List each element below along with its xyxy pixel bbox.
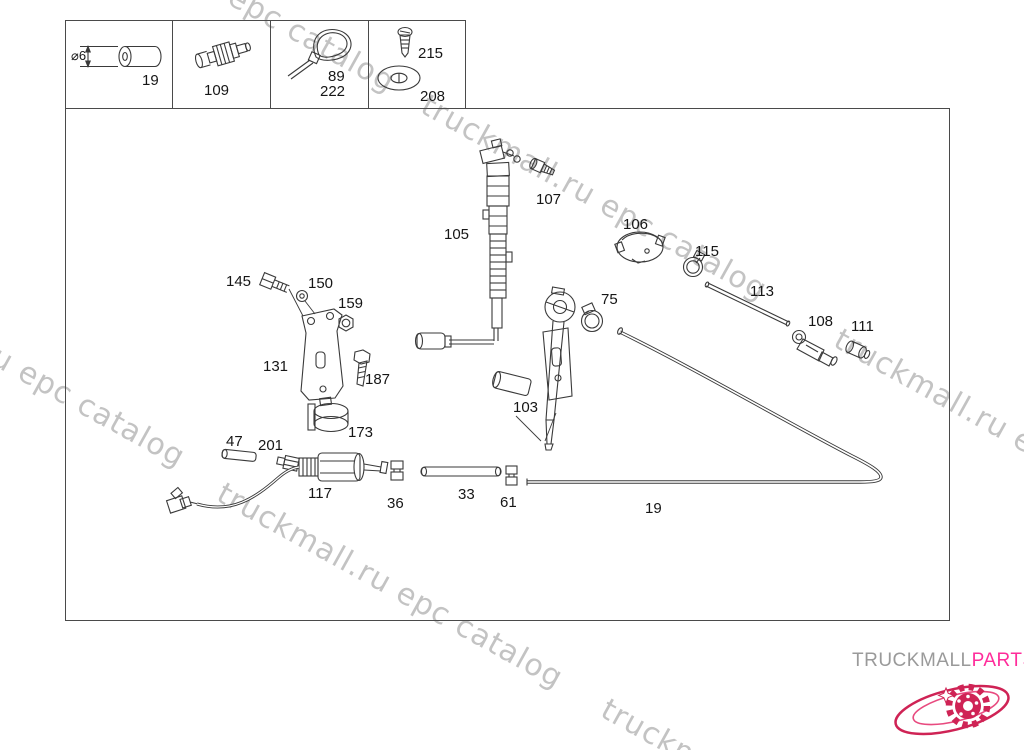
part-145-pointer: [288, 288, 304, 317]
part-label-145: 145: [226, 273, 252, 290]
part-label-106: 106: [623, 216, 649, 233]
part-label-208: 208: [420, 88, 446, 105]
part-label-215: 215: [418, 45, 444, 62]
part-label-36: 36: [387, 495, 404, 512]
part-107-drawing: [529, 157, 556, 176]
legend-frame: [65, 20, 466, 109]
part-label-131: 131: [263, 358, 289, 375]
legend-part-215-drawing: [397, 26, 413, 58]
logo-text: TRUCKMALLPARTS: [852, 650, 1024, 672]
part-131-drawing: [300, 308, 344, 401]
legend-dimension-label: ⌀6: [71, 48, 87, 63]
part-115-drawing: [682, 249, 706, 278]
part-47-drawing: [221, 448, 257, 462]
part-label-108: 108: [808, 313, 834, 330]
part-111-drawing: [845, 340, 871, 359]
part-187-drawing: [353, 349, 371, 387]
part-75-drawing: [580, 302, 604, 333]
legend-part-19-drawing: [80, 45, 162, 68]
truckmall-logo: TRUCKMALLPARTS: [852, 650, 1024, 744]
part-label-187: 187: [365, 371, 391, 388]
logo-suffix: PARTS: [971, 650, 1024, 671]
part-label-111: 111: [851, 318, 874, 335]
part-33-drawing: [420, 466, 502, 477]
part-label-117: 117: [308, 485, 332, 502]
frame-lines: [65, 20, 950, 621]
part-label-150: 150: [308, 275, 334, 292]
part-label-222: 222: [320, 83, 346, 100]
part-label-61: 61: [500, 494, 517, 511]
part-label-113: 113: [750, 283, 774, 300]
part-106-drawing: [614, 231, 666, 264]
main-frame: [65, 108, 950, 621]
part-108-drawing: [791, 329, 838, 367]
part-113-drawing: [704, 281, 791, 327]
part-105-drawing: [414, 138, 521, 350]
part-36-drawing: [390, 460, 404, 481]
part-103-drawing: [492, 370, 532, 397]
part-label-107: 107: [536, 191, 562, 208]
legend-part-109-drawing: [194, 41, 251, 69]
part-61-drawing: [505, 465, 518, 486]
cable-connector-drawing: [165, 465, 300, 514]
part-159-drawing: [338, 314, 354, 332]
part-label-75: 75: [601, 291, 618, 308]
legend-part-208-drawing: [377, 65, 421, 91]
part-label-201: 201: [258, 437, 284, 454]
part-label-33: 33: [458, 486, 475, 503]
legend-part-89-222-drawing: [287, 28, 352, 80]
part-label-105: 105: [444, 226, 470, 243]
part-label-19: 19: [645, 500, 662, 517]
part-label-89: 89: [328, 68, 345, 85]
part-label-103: 103: [513, 399, 539, 416]
part-label-159: 159: [338, 295, 364, 312]
part-145-drawing: [258, 271, 290, 293]
part-label-115: 115: [695, 243, 719, 260]
logo-gear-icon: [894, 683, 1010, 736]
sender-lever-drawing: [542, 286, 576, 451]
part-103-pointer-lines: [515, 412, 557, 442]
part-150-drawing: [295, 289, 316, 315]
logo-brand: TRUCKMALL: [852, 650, 972, 671]
part-label-109: 109: [204, 82, 230, 99]
part-label-47: 47: [226, 433, 243, 450]
part-173-drawing: [307, 396, 349, 433]
part-label-173: 173: [348, 424, 374, 441]
part-19-tube-drawing: [526, 327, 883, 486]
part-117-drawing: [298, 452, 389, 482]
part-label-19-legend: 19: [142, 72, 159, 89]
